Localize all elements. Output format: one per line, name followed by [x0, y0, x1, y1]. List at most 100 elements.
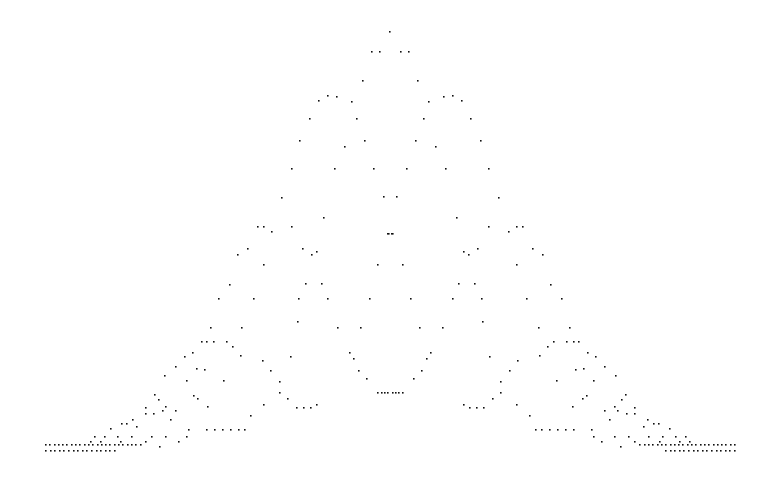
pattern-dot	[213, 341, 215, 343]
pattern-dot	[162, 410, 164, 412]
pattern-dot	[247, 248, 249, 250]
pattern-dot	[456, 217, 458, 219]
pattern-dot	[131, 436, 133, 438]
pattern-dot	[443, 96, 445, 98]
pattern-dot	[104, 436, 106, 438]
pattern-dot	[109, 444, 111, 446]
pattern-dot	[49, 444, 51, 446]
pattern-dot	[587, 352, 589, 354]
pattern-dot	[614, 436, 616, 438]
pattern-dot	[541, 429, 543, 431]
pattern-dot	[62, 444, 64, 446]
pattern-dot	[206, 341, 208, 343]
pattern-dot	[384, 392, 386, 394]
pattern-dot	[135, 444, 137, 446]
pattern-dot	[480, 140, 482, 142]
pattern-dot	[410, 298, 412, 300]
pattern-dot	[145, 413, 147, 415]
pattern-dot	[634, 441, 636, 443]
pattern-dot	[428, 101, 430, 103]
pattern-dot	[291, 168, 293, 170]
pattern-dot	[402, 264, 404, 266]
pattern-dot	[556, 380, 558, 382]
pattern-dot	[674, 450, 676, 452]
pattern-dot	[687, 444, 689, 446]
pattern-dot	[54, 444, 56, 446]
pattern-dot	[661, 444, 663, 446]
pattern-dot	[151, 436, 153, 438]
pattern-dot	[214, 429, 216, 431]
pattern-dot	[557, 429, 559, 431]
pattern-dot	[299, 140, 301, 142]
pattern-dot	[388, 233, 390, 235]
pattern-dot	[500, 392, 502, 394]
pattern-dot	[670, 450, 672, 452]
pattern-dot	[628, 436, 630, 438]
pattern-dot	[402, 392, 404, 394]
pattern-dot	[452, 298, 454, 300]
pattern-dot	[204, 369, 206, 371]
pattern-dot	[547, 346, 549, 348]
pattern-dot	[658, 423, 660, 425]
pattern-dot	[704, 444, 706, 446]
pattern-dot	[476, 407, 478, 409]
pattern-dot	[279, 392, 281, 394]
pattern-dot	[575, 369, 577, 371]
pattern-dot	[648, 444, 650, 446]
pattern-dot	[240, 355, 242, 357]
pattern-dot	[532, 248, 534, 250]
pattern-dot	[426, 358, 428, 360]
pattern-dot	[184, 356, 186, 358]
pattern-dot	[400, 51, 402, 53]
pattern-dot	[73, 450, 75, 452]
pattern-dot	[700, 444, 702, 446]
pattern-dot	[71, 444, 73, 446]
pattern-dot	[721, 444, 723, 446]
pattern-dot	[377, 264, 379, 266]
pattern-dot	[263, 226, 265, 228]
pattern-dot	[396, 196, 398, 198]
pattern-dot	[114, 450, 116, 452]
pattern-dot	[100, 441, 102, 443]
pattern-dot	[583, 368, 585, 370]
pattern-dot	[377, 392, 379, 394]
pattern-dot	[96, 450, 98, 452]
pattern-dot	[186, 380, 188, 382]
pattern-dot	[153, 413, 155, 415]
pattern-dot	[683, 450, 685, 452]
pattern-dot	[50, 450, 52, 452]
pattern-dot	[387, 392, 389, 394]
pattern-dot	[621, 399, 623, 401]
pattern-dot	[634, 407, 636, 409]
pattern-dot	[566, 341, 568, 343]
pattern-dot	[296, 407, 298, 409]
pattern-dot	[241, 327, 243, 329]
pattern-dot	[542, 254, 544, 256]
pattern-dot	[145, 441, 147, 443]
pattern-dot	[127, 444, 129, 446]
pattern-dot	[674, 444, 676, 446]
pattern-dot	[662, 436, 664, 438]
pattern-dot	[117, 436, 119, 438]
pattern-dot	[549, 429, 551, 431]
pattern-dot	[461, 100, 463, 102]
pattern-dot	[58, 444, 60, 446]
pattern-dot	[617, 410, 619, 412]
pattern-dot	[223, 380, 225, 382]
pattern-dot	[344, 146, 346, 148]
pattern-dot	[327, 95, 329, 97]
pattern-dot	[665, 444, 667, 446]
pattern-dot	[310, 407, 312, 409]
pattern-dot	[469, 407, 471, 409]
pattern-dot	[659, 441, 661, 443]
pattern-dot	[136, 426, 138, 428]
pattern-dot	[572, 406, 574, 408]
pattern-dot	[417, 80, 419, 82]
pattern-dot	[105, 450, 107, 452]
pattern-dot	[232, 346, 234, 348]
pattern-dot	[730, 444, 732, 446]
pattern-dot	[679, 441, 681, 443]
pattern-dot	[175, 410, 177, 412]
pattern-dot	[302, 248, 304, 250]
